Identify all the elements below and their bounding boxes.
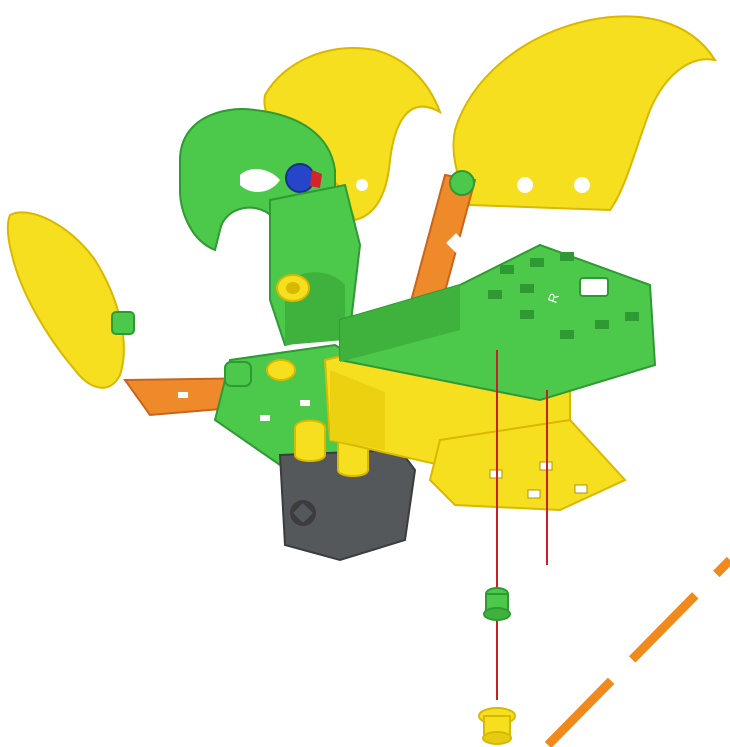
overlay-patch [535, 560, 730, 747]
yellow-disc-left [8, 212, 134, 387]
green-standoff-part [484, 588, 510, 620]
yellow-fin-right [453, 16, 715, 210]
green-screw-1 [225, 362, 251, 386]
yellow-knurled-screw [277, 275, 309, 301]
green-screw-2 [267, 360, 295, 380]
yellow-screw-part [479, 708, 515, 744]
yellow-screw-base-1 [295, 421, 325, 462]
